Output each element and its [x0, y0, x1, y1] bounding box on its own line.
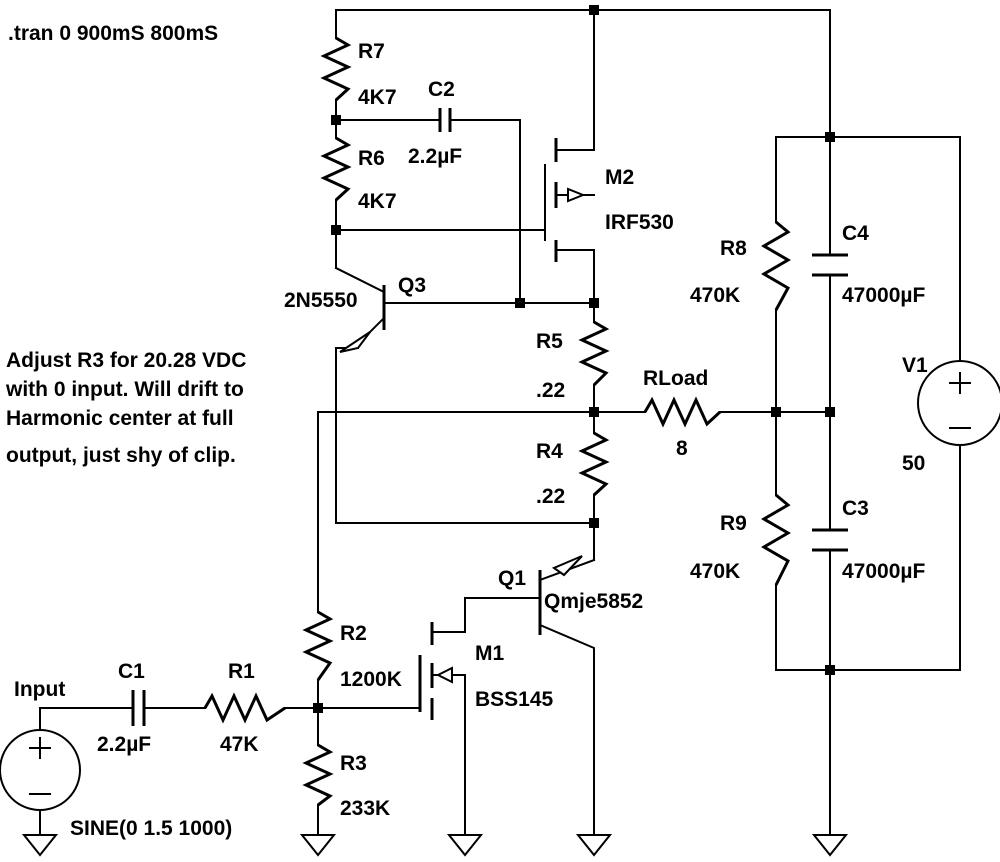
R6-value: 4K7: [358, 190, 397, 213]
RLoad-value: 8: [676, 437, 688, 460]
R3-value: 233K: [340, 797, 390, 820]
R5-value: .22: [536, 379, 565, 402]
M1-symbol: [418, 622, 453, 720]
R6-label: R6: [358, 147, 385, 170]
R2-label: R2: [340, 622, 367, 645]
input-source-symbol: [0, 729, 81, 811]
Q3-label: Q3: [398, 274, 426, 297]
note-text: Adjust R3 for 20.28 VDC with 0 input. Wi…: [5, 349, 246, 467]
R5-label: R5: [536, 330, 563, 353]
C1-symbol: [131, 690, 146, 726]
note-line-3: Harmonic center at full: [6, 407, 234, 430]
Q1-value: Qmje5852: [544, 590, 643, 613]
R1-symbol: [203, 692, 286, 724]
resistors: [203, 36, 791, 807]
R4-symbol: [578, 431, 610, 497]
Input-label: Input: [14, 678, 65, 701]
V1-value: 50: [902, 452, 925, 475]
R9-label: R9: [720, 512, 747, 535]
C4-value: 47000µF: [842, 284, 925, 307]
C2-value: 2.2µF: [408, 145, 462, 168]
Input-value: SINE(0 1.5 1000): [70, 817, 232, 840]
M1-value: BSS145: [475, 688, 554, 711]
Q3-symbol: [334, 266, 396, 353]
R7-label: R7: [358, 40, 385, 63]
R8-symbol: [761, 220, 791, 311]
note-line-4: output, just shy of clip.: [6, 444, 236, 467]
R8-value: 470K: [690, 284, 740, 307]
V1-symbol: [917, 360, 1000, 446]
M2-symbol: [544, 138, 586, 262]
R9-value: 470K: [690, 560, 740, 583]
M2-value: IRF530: [605, 211, 674, 234]
RLoad-symbol: [643, 396, 722, 428]
ground-symbols: [21, 834, 849, 857]
R2-value: 1200K: [340, 668, 402, 691]
R3-symbol: [302, 743, 334, 807]
R7-value: 4K7: [358, 86, 397, 109]
R1-value: 47K: [220, 733, 259, 756]
note-line-1: Adjust R3 for 20.28 VDC: [6, 349, 246, 372]
C3-label: C3: [842, 497, 869, 520]
R7-symbol: [320, 36, 352, 102]
junction-dots: [313, 5, 835, 713]
M1-label: M1: [475, 642, 504, 665]
R3-label: R3: [340, 752, 367, 775]
M2-label: M2: [605, 166, 634, 189]
C3-symbol: [812, 528, 848, 552]
C1-value: 2.2µF: [97, 733, 151, 756]
R2-symbol: [302, 610, 334, 681]
C4-label: C4: [842, 222, 869, 245]
capacitors: [131, 108, 848, 726]
V1-label: V1: [902, 354, 928, 377]
C1-label: C1: [118, 660, 145, 683]
R4-label: R4: [536, 440, 563, 463]
C2-symbol: [438, 108, 452, 132]
R9-symbol: [761, 493, 791, 586]
R6-symbol: [320, 136, 352, 202]
R4-value: .22: [536, 485, 565, 508]
R1-label: R1: [228, 660, 255, 683]
C3-value: 47000µF: [842, 560, 925, 583]
R5-symbol: [578, 320, 610, 387]
note-line-2: with 0 input. Will drift to: [5, 378, 244, 401]
R8-label: R8: [720, 237, 747, 260]
C4-symbol: [812, 253, 848, 277]
sim-directive: .tran 0 900mS 800mS: [8, 22, 218, 45]
Q3-value: 2N5550: [284, 289, 358, 312]
Q1-label: Q1: [498, 567, 526, 590]
RLoad-label: RLoad: [643, 367, 708, 390]
C2-label: C2: [428, 78, 455, 101]
Q1-symbol: [538, 555, 583, 635]
